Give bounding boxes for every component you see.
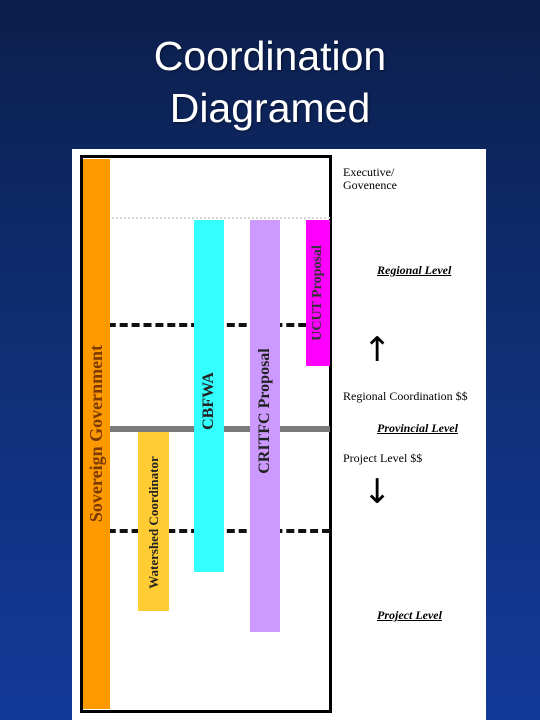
title-line-1: Coordination: [153, 33, 387, 79]
project-level-funds-label: Project Level $$: [343, 451, 423, 465]
sovereign-government-bar: Sovereign Government: [83, 159, 110, 709]
provincial-level-label: Provincial Level: [377, 421, 458, 435]
project-level-label: Project Level: [377, 608, 442, 622]
watershed-coordinator-label: Watershed Coordinator: [146, 456, 161, 589]
executive-label-line-2: Govenence: [343, 178, 397, 192]
critfc-proposal-label: CRITFC Proposal: [256, 348, 273, 474]
ucut-proposal-bar: UCUT Proposal: [306, 220, 330, 366]
executive-divider: [84, 217, 330, 219]
executive-label: Executive/ Govenence: [343, 166, 397, 192]
diagram-panel: Sovereign Government Watershed Coordinat…: [72, 149, 486, 720]
down-arrow-icon: ↓: [363, 472, 392, 512]
up-arrow-icon: ↑: [363, 330, 392, 370]
watershed-coordinator-bar: Watershed Coordinator: [138, 432, 169, 611]
critfc-proposal-bar: CRITFC Proposal: [250, 220, 280, 632]
cbfwa-label: CBFWA: [200, 372, 217, 430]
slide-title: Coordination Diagramed: [0, 30, 540, 134]
diagram-frame: [80, 155, 332, 713]
executive-label-line-1: Executive/: [343, 165, 395, 179]
sovereign-government-label: Sovereign Government: [86, 344, 106, 523]
title-line-2: Diagramed: [169, 85, 371, 131]
regional-coordination-label: Regional Coordination $$: [343, 389, 468, 403]
ucut-proposal-label: UCUT Proposal: [310, 245, 325, 341]
cbfwa-bar: CBFWA: [194, 220, 224, 572]
regional-level-label: Regional Level: [377, 263, 452, 277]
